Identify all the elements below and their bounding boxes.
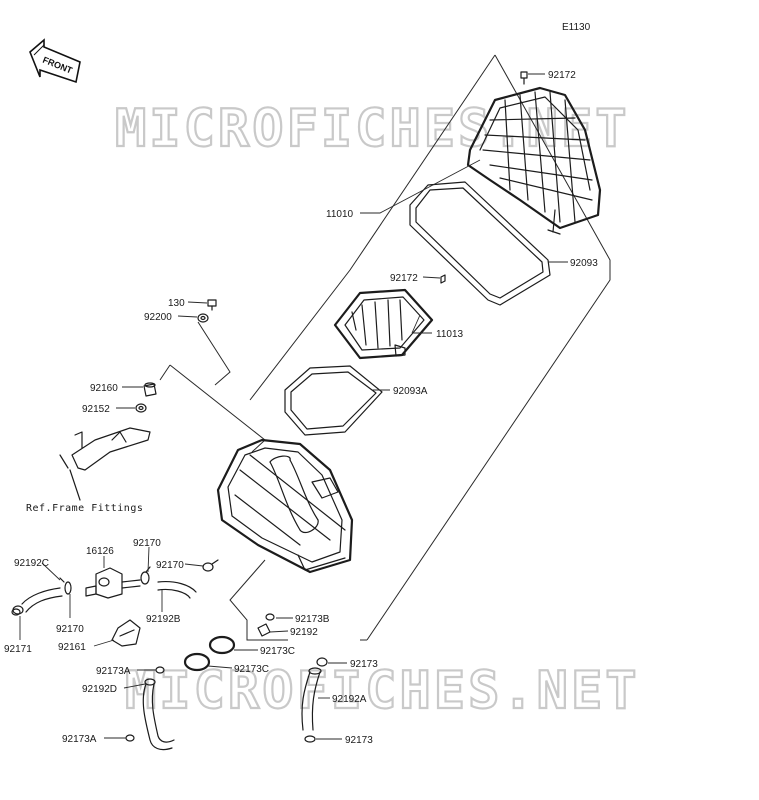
bolt-92172-mid [440,274,446,284]
label-92173-b: 92173 [345,735,373,746]
label-92173C-b: 92173C [234,664,269,675]
group-outline [249,54,611,641]
label-92172-mid: 92172 [390,273,418,284]
group-outline-left [159,364,266,453]
collar-92152 [135,403,147,413]
watermark-top: MICROFICHES.NET [115,99,630,159]
label-92173C-a: 92173C [260,646,295,657]
bolt-130 [207,299,217,311]
label-92160: 92160 [90,383,118,394]
label-11010: 11010 [326,209,354,220]
label-92170-c: 92170 [156,560,184,571]
air-filter-element [333,288,434,360]
label-92173A-a: 92173A [96,666,131,677]
damper-92160 [143,382,157,397]
label-92161: 92161 [58,642,86,653]
label-92172-top: 92172 [548,70,576,81]
label-92192B: 92192B [146,614,181,625]
label-92200: 92200 [144,312,172,323]
label-92093A: 92093A [393,386,428,397]
label-11013: 11013 [436,329,464,340]
label-92170-b: 92170 [56,624,84,635]
label-92093: 92093 [570,258,598,269]
diagram-code: E1130 [562,22,591,33]
label-92152: 92152 [82,404,110,415]
group-outline-clamps [229,559,288,641]
hose-92192C [12,587,63,615]
label-16126: 16126 [86,546,114,557]
clamp-92171 [11,608,21,616]
bracket-92161 [111,619,141,647]
gasket-92093A [284,365,383,436]
clamp-92173B [265,613,275,621]
label-92192A: 92192A [332,694,367,705]
clamp-92173C-upper [208,635,236,655]
clamp-92170-housing [202,559,219,572]
clamp-92170-left [59,577,72,595]
clamp-92173-upper [316,657,328,667]
bolt-92172-top [520,71,528,85]
label-92173-a: 92173 [350,659,378,670]
frame-fitting-bracket [59,427,151,501]
hose-92192B [157,580,197,599]
clamp-92170-right [140,566,151,585]
hose-92192D [142,678,175,751]
ref-frame-fittings-note: Ref.Frame Fittings [26,503,143,514]
label-92192C: 92192C [14,558,49,569]
label-130: 130 [168,298,185,309]
group-outline-grommet [197,321,231,386]
grommet-92200 [197,313,209,323]
clamp-92173-lower [304,735,316,743]
clamp-92173C-lower [183,652,211,672]
air-cleaner-lower-housing [216,438,354,574]
label-92192D: 92192D [82,684,117,695]
watermark-bottom: MICROFICHES.NET [125,661,640,721]
hose-92192 [257,623,271,637]
label-92173B: 92173B [295,614,330,625]
air-cleaner-upper-housing [466,86,602,235]
label-92171: 92171 [4,644,32,655]
gasket-92093 [409,181,551,306]
clamp-92173A-lower [125,734,135,742]
label-92173A-b: 92173A [62,734,97,745]
front-arrow-icon: FRONT [29,38,81,84]
sensor-16126 [85,567,141,599]
label-92170-a: 92170 [133,538,161,549]
hose-92192A [301,667,322,731]
label-92192: 92192 [290,627,318,638]
